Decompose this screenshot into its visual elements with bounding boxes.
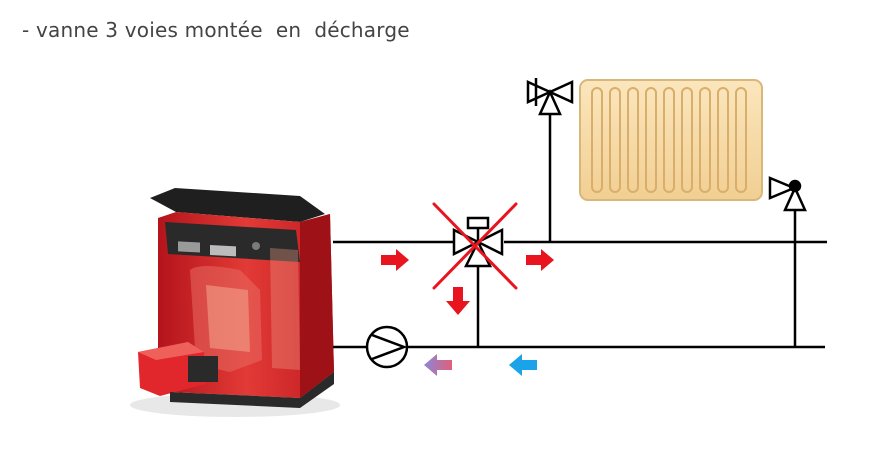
bypass-flow-arrow (446, 287, 470, 315)
mixed-return-arrow (424, 354, 452, 376)
pump-icon (365, 325, 409, 369)
hot-flow-arrow-2 (526, 249, 554, 271)
diagram-heading: - vanne 3 voies montée en décharge (22, 18, 410, 42)
three-way-valve-icon (452, 216, 504, 268)
radiator-icon (579, 79, 763, 201)
boiler-icon (130, 188, 340, 417)
cold-return-arrow (509, 354, 537, 376)
cross-out-mark (432, 202, 518, 290)
radiator-lockshield-icon (768, 176, 807, 212)
pipework (333, 112, 827, 349)
radiator-valve-icon (526, 78, 574, 116)
hot-flow-arrow-1 (381, 249, 409, 271)
